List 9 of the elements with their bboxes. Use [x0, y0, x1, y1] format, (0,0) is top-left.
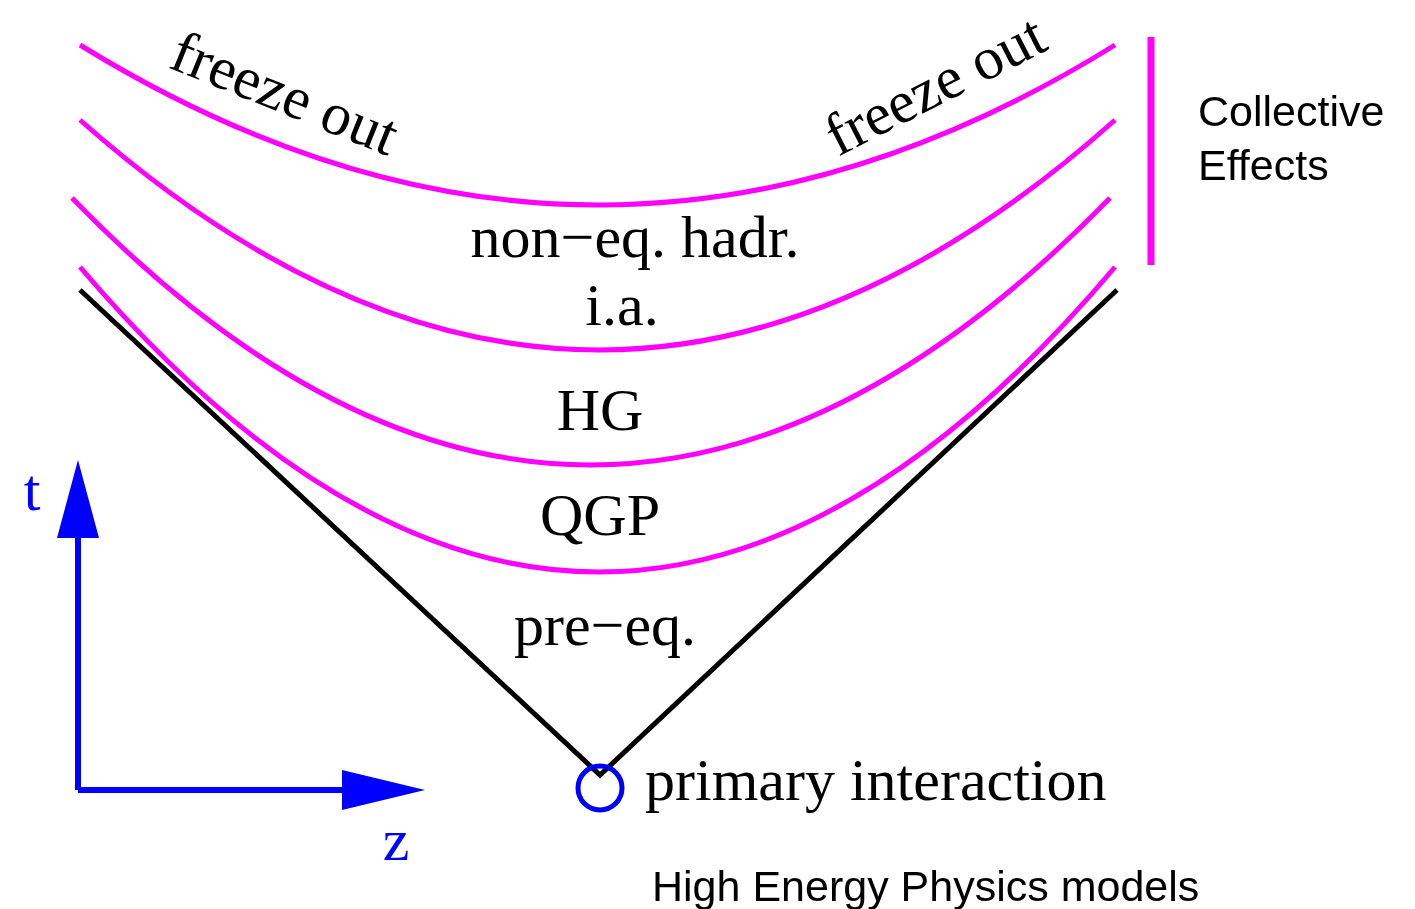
region-label: freeze out [815, 4, 1055, 166]
axis-label: t [23, 460, 41, 520]
bracket-label: Collective Effects [1198, 86, 1386, 191]
region-label: freeze out [163, 20, 407, 166]
phase-label: i.a. [585, 275, 659, 335]
phase-label: HG [556, 380, 644, 440]
phase-label: QGP [540, 485, 660, 545]
axis-label: z [382, 810, 410, 870]
interaction-point-marker [575, 763, 625, 813]
